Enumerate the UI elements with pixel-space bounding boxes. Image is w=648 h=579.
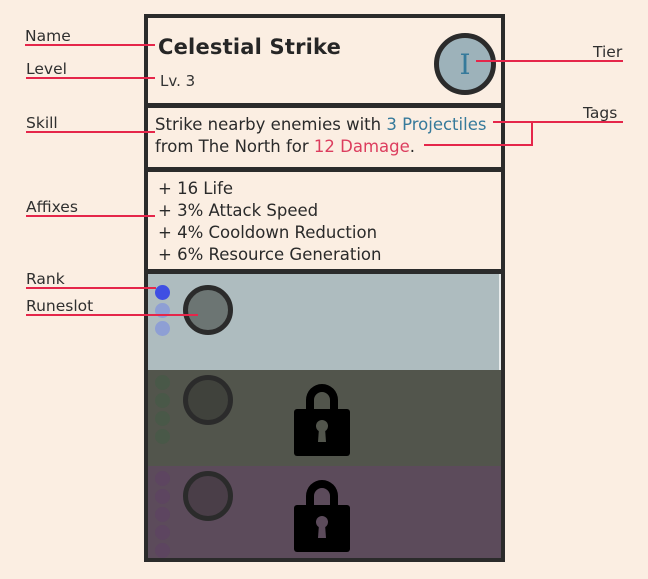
rune-socket — [183, 471, 233, 521]
skill-text: . — [409, 137, 416, 156]
skill-card: Celestial Strike Lv. 3 I Strike nearby e… — [144, 14, 505, 562]
affix-item: + 6% Resource Generation — [158, 245, 382, 264]
annotation-level: Level — [26, 60, 67, 78]
divider — [148, 103, 501, 108]
affix-item: + 4% Cooldown Reduction — [158, 223, 378, 242]
tier-badge: I — [434, 33, 496, 95]
annotation-line — [25, 44, 155, 46]
rank-dot — [155, 471, 170, 486]
annotation-line — [26, 314, 198, 316]
runeslot-3[interactable] — [148, 466, 501, 558]
lock-icon — [294, 480, 350, 552]
annotation-rank: Rank — [26, 270, 65, 288]
tier-numeral: I — [459, 47, 471, 81]
skill-level: Lv. 3 — [160, 72, 196, 90]
annotation-runeslot: Runeslot — [26, 297, 94, 315]
annotation-line — [531, 121, 533, 145]
affix-list: + 16 Life + 3% Attack Speed + 4% Cooldow… — [148, 172, 501, 269]
divider — [148, 167, 501, 172]
rank-dot — [155, 507, 170, 522]
tag-projectiles: 3 Projectiles — [386, 115, 487, 134]
rank-dot — [155, 375, 170, 390]
affix-item: + 16 Life — [158, 179, 234, 198]
annotation-tags: Tags — [583, 104, 618, 122]
skill-text: Strike nearby enemies with — [155, 115, 387, 134]
rune-socket — [183, 375, 233, 425]
rank-dot — [155, 489, 170, 504]
annotation-tier: Tier — [593, 43, 623, 61]
skill-name: Celestial Strike — [158, 35, 342, 59]
annotation-line — [26, 131, 155, 133]
skill-description: Strike nearby enemies with 3 Projectiles… — [148, 108, 501, 167]
annotation-line — [26, 215, 155, 217]
tag-damage: 12 Damage — [313, 137, 410, 156]
card-header: Celestial Strike Lv. 3 I — [148, 18, 501, 103]
rank-dot — [155, 411, 170, 426]
annotation-line — [476, 60, 623, 62]
annotation-name: Name — [25, 27, 71, 45]
annotation-line — [26, 77, 155, 79]
rank-dot — [155, 525, 170, 540]
runeslot-1[interactable] — [148, 274, 501, 370]
rank-dot-active — [155, 285, 170, 300]
rank-dot — [155, 393, 170, 408]
affix-item: + 3% Attack Speed — [158, 201, 319, 220]
lock-icon — [294, 384, 350, 456]
rank-dot — [155, 321, 170, 336]
runeslot-2[interactable] — [148, 370, 501, 466]
rank-dot — [155, 429, 170, 444]
rune-socket[interactable] — [183, 285, 233, 335]
skill-text: from The North for — [155, 137, 314, 156]
annotation-line — [424, 144, 533, 146]
annotation-affixes: Affixes — [26, 198, 78, 216]
divider — [148, 269, 501, 274]
annotation-skill: Skill — [26, 114, 58, 132]
annotation-line — [26, 287, 156, 289]
annotation-line — [493, 121, 623, 123]
rank-dot — [155, 543, 170, 558]
